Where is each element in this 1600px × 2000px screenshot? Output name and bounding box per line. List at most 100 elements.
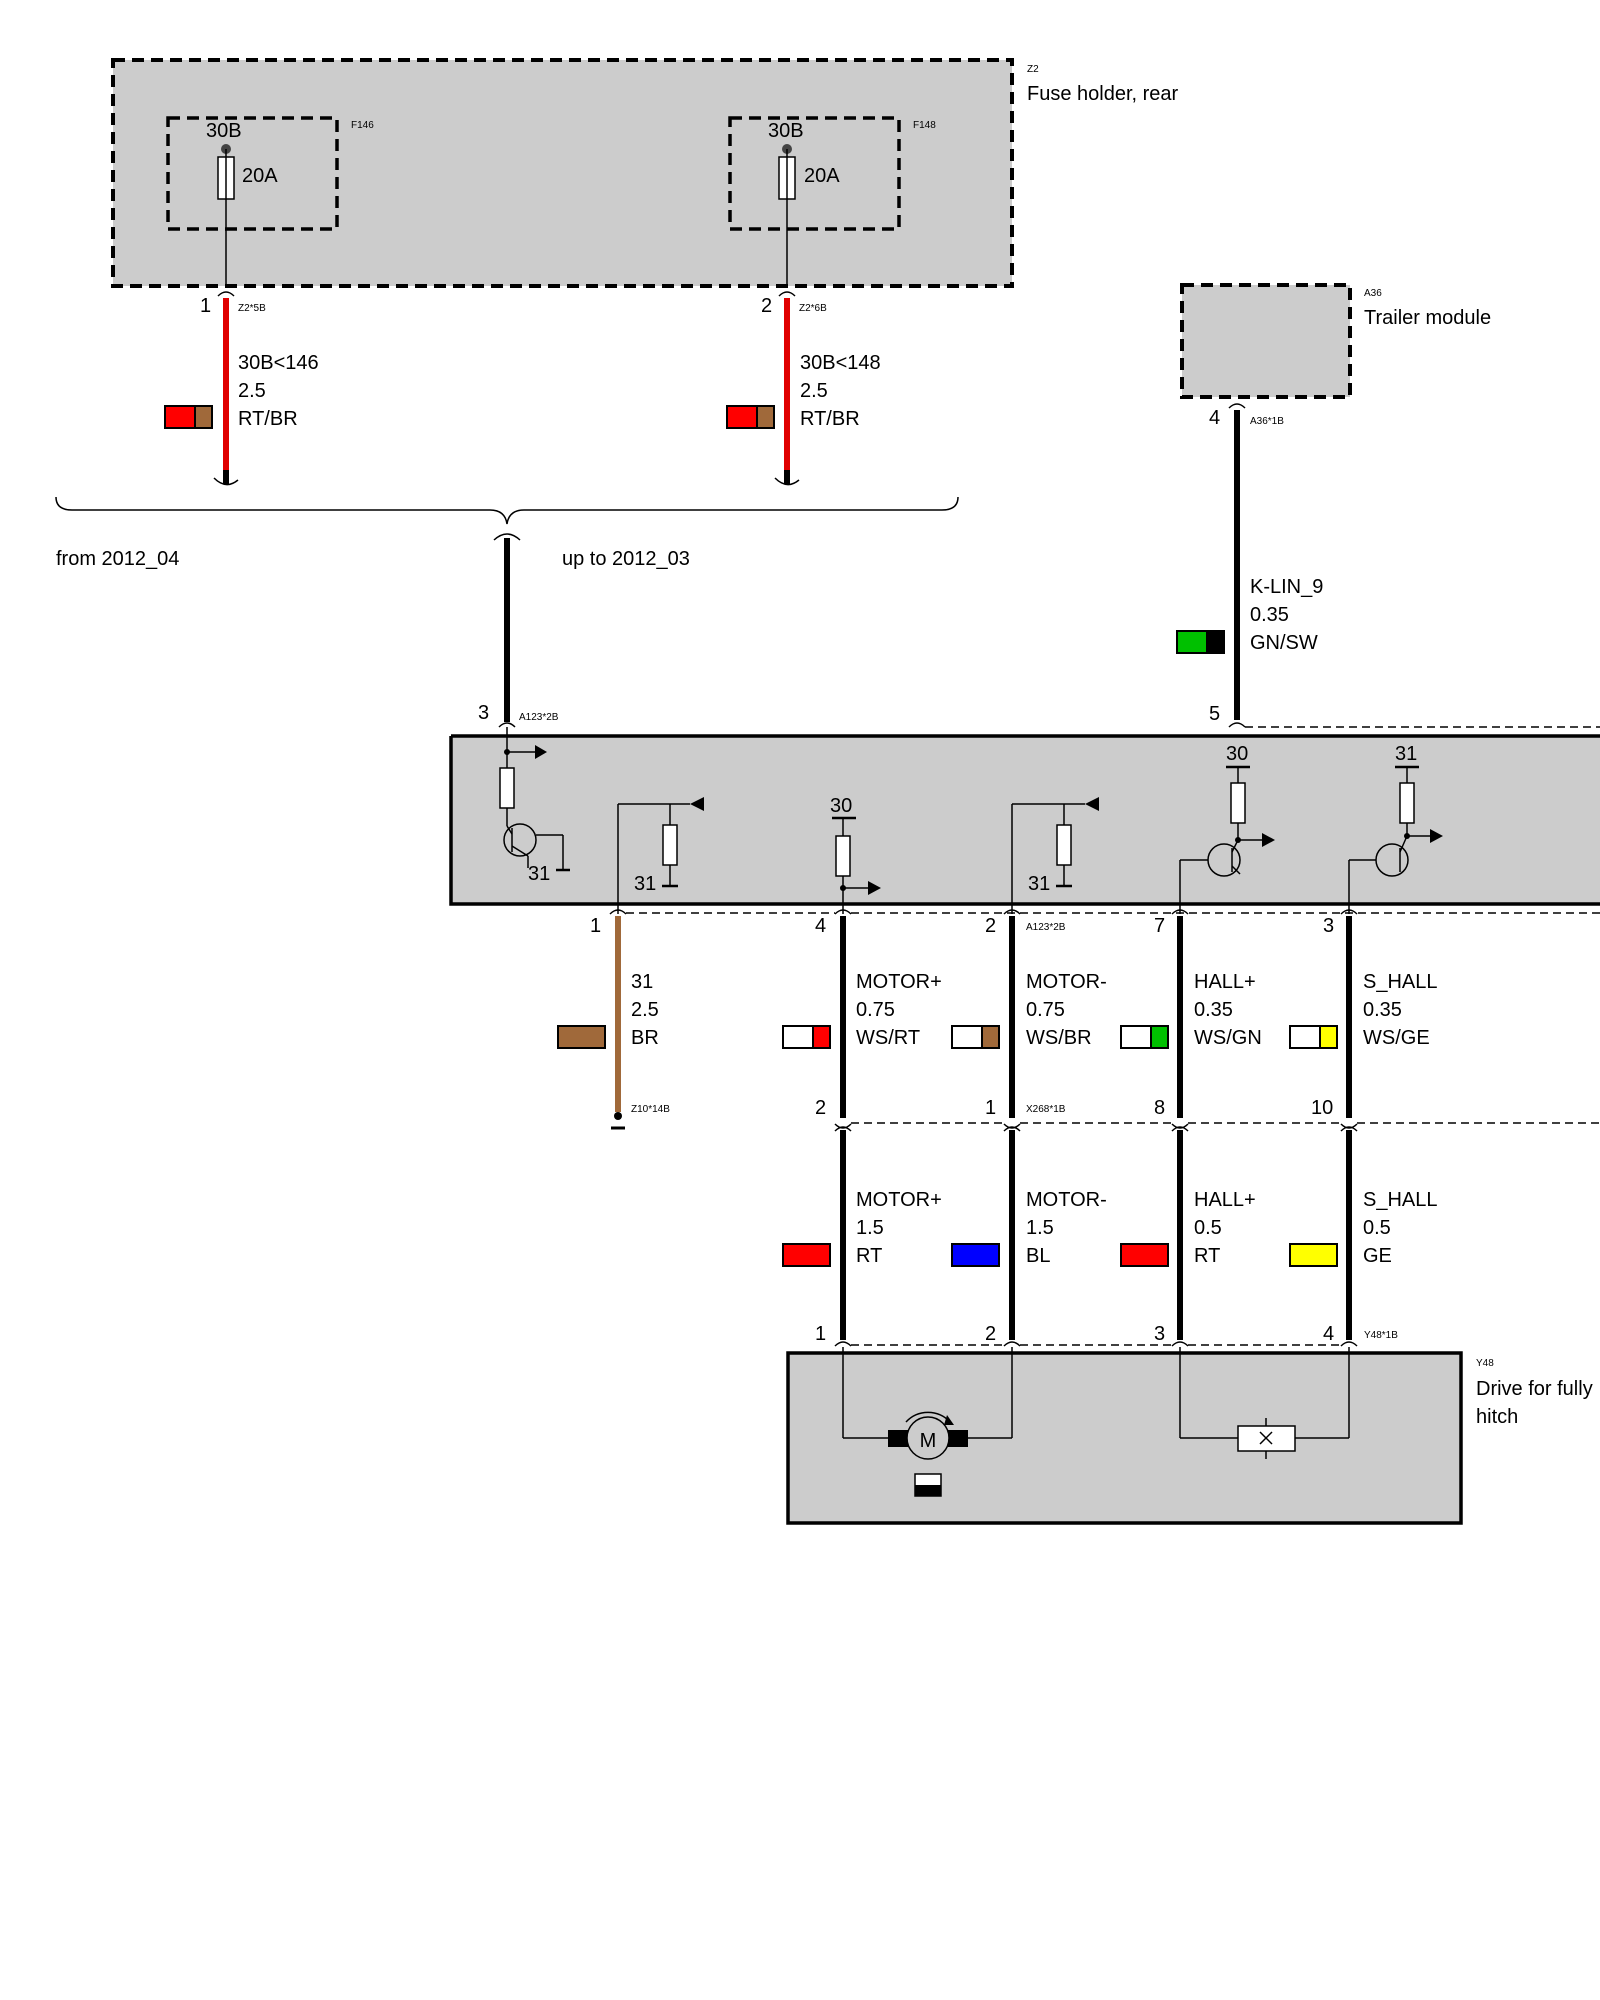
z2-name: Fuse holder, rear [1027, 83, 1179, 105]
a123-pin-3b: 3 [1323, 915, 1334, 937]
control-module-a123[interactable] [449, 734, 1600, 906]
wire-146-swatch [164, 405, 213, 429]
ground-connector: Z10*14B [631, 1104, 670, 1115]
module-gnd-label-b: 31 [634, 873, 656, 895]
x268-pin-8: 8 [1154, 1097, 1165, 1119]
fuse-f146[interactable] [166, 116, 339, 286]
wire-motor-plus-top-swatch [782, 1025, 831, 1049]
wire-hall-plus-bot-signal: HALL+ [1194, 1189, 1256, 1211]
trailer-module-a36[interactable] [1180, 283, 1352, 399]
y48-name-line2: hitch [1476, 1406, 1518, 1428]
wire-hall-plus-top-size: 0.35 [1194, 999, 1233, 1021]
f148-rating: 20A [804, 165, 840, 187]
brace-right-label: up to 2012_03 [562, 548, 690, 570]
hall-sensor-icon [1179, 1347, 1350, 1459]
a123-connector-bottom: A123*2B [1026, 922, 1066, 933]
wire-s-hall-bot-swatch [1289, 1243, 1338, 1267]
y48-pin-1: 1 [815, 1323, 826, 1345]
wire-klin-color: GN/SW [1250, 632, 1318, 654]
y48-pin-3: 3 [1154, 1323, 1165, 1345]
wire-motor-plus-top-color: WS/RT [856, 1027, 920, 1049]
x268-pin-1: 1 [985, 1097, 996, 1119]
wire-hall-plus-top-signal: HALL+ [1194, 971, 1256, 993]
wire-s-hall-top-swatch [1289, 1025, 1338, 1049]
wire-s-hall-top-signal: S_HALL [1363, 971, 1438, 993]
wire-motor-minus-bot-swatch [951, 1243, 1000, 1267]
pullup-stage-4 [832, 816, 881, 914]
wire-motor-plus-top-signal: MOTOR+ [856, 971, 942, 993]
a123-bottom-pins [609, 909, 1600, 915]
module-gnd-label-a: 31 [528, 863, 550, 885]
input-transistor-stage [499, 727, 570, 872]
hall-signal-stage [1348, 765, 1443, 914]
z2-connector-5b: Z2*5B [238, 303, 266, 314]
x268-pin-10: 10 [1311, 1097, 1333, 1119]
module-gnd-top-label: 31 [1395, 743, 1417, 765]
motor-symbol-label: M [920, 1430, 937, 1452]
module-supply-label-a: 30 [830, 795, 852, 817]
wire-148-signal: 30B<148 [800, 352, 881, 374]
wire-gnd-signal: 31 [631, 971, 653, 993]
y48-pin-2: 2 [985, 1323, 996, 1345]
z2-id: Z2 [1027, 64, 1039, 75]
a123-pin-4: 4 [815, 915, 826, 937]
upper-harness-wires[interactable] [840, 916, 1352, 1118]
wire-motor-plus-top-size: 0.75 [856, 999, 895, 1021]
wire-klin-signal: K-LIN_9 [1250, 576, 1323, 598]
wire-motor-plus-bot-swatch [782, 1243, 831, 1267]
wire-motor-plus-bot-signal: MOTOR+ [856, 1189, 942, 1211]
connector-x268 [834, 1122, 1600, 1132]
pulldown-stage-2 [1011, 797, 1099, 914]
wire-s-hall-top-size: 0.35 [1363, 999, 1402, 1021]
a123-connector-top: A123*2B [519, 712, 559, 723]
x268-connector: X268*1B [1026, 1104, 1066, 1115]
f148-id: F148 [913, 120, 936, 131]
wire-gnd-color: BR [631, 1027, 659, 1049]
wire-klin-swatch [1176, 630, 1225, 654]
a36-id: A36 [1364, 288, 1382, 299]
f146-id: F146 [351, 120, 374, 131]
wire-hall-plus-bot-size: 0.5 [1194, 1217, 1222, 1239]
wire-146-size: 2.5 [238, 380, 266, 402]
a36-pin-4: 4 [1209, 407, 1220, 429]
wire-148-color: RT/BR [800, 408, 860, 430]
wire-s-hall-bot-color: GE [1363, 1245, 1392, 1267]
wire-hall-plus-top-color: WS/GN [1194, 1027, 1262, 1049]
wire-gnd-swatch [557, 1025, 606, 1049]
wire-s-hall-bot-signal: S_HALL [1363, 1189, 1438, 1211]
f146-rating: 20A [242, 165, 278, 187]
wire-motor-minus-top-signal: MOTOR- [1026, 971, 1107, 993]
hall-supply-stage [1179, 765, 1275, 914]
wire-motor-plus-bot-color: RT [856, 1245, 882, 1267]
wire-s-hall-bot-size: 0.5 [1363, 1217, 1391, 1239]
variant-brace [55, 496, 959, 525]
z2-connector-6b: Z2*6B [799, 303, 827, 314]
fuse-holder-z2[interactable] [111, 58, 1014, 288]
y48-connector: Y48*1B [1364, 1330, 1398, 1341]
y48-id: Y48 [1476, 1358, 1494, 1369]
wire-148-size: 2.5 [800, 380, 828, 402]
fuse-f148[interactable] [728, 116, 901, 286]
wire-hall-plus-bot-color: RT [1194, 1245, 1220, 1267]
wire-motor-minus-top-size: 0.75 [1026, 999, 1065, 1021]
wire-motor-minus-bot-size: 1.5 [1026, 1217, 1054, 1239]
wire-s-hall-top-color: WS/GE [1363, 1027, 1430, 1049]
module-gnd-label-c: 31 [1028, 873, 1050, 895]
wire-gnd-size: 2.5 [631, 999, 659, 1021]
a123-pin-1: 1 [590, 915, 601, 937]
brace-left-label: from 2012_04 [56, 548, 179, 570]
a36-name: Trailer module [1364, 307, 1491, 329]
module-supply-label-b: 30 [1226, 743, 1248, 765]
lower-harness-wires[interactable] [840, 1130, 1352, 1340]
a123-pin-5: 5 [1209, 703, 1220, 725]
y48-name-line1: Drive for fully [1476, 1378, 1593, 1400]
y48-pins [834, 1341, 1358, 1347]
wire-klin-size: 0.35 [1250, 604, 1289, 626]
wire-148-swatch [726, 405, 775, 429]
y48-pin-4: 4 [1323, 1323, 1334, 1345]
wire-motor-plus-bot-size: 1.5 [856, 1217, 884, 1239]
x268-pin-2: 2 [815, 1097, 826, 1119]
wire-hall-plus-top-swatch [1120, 1025, 1169, 1049]
pulldown-stage-1 [617, 797, 704, 914]
